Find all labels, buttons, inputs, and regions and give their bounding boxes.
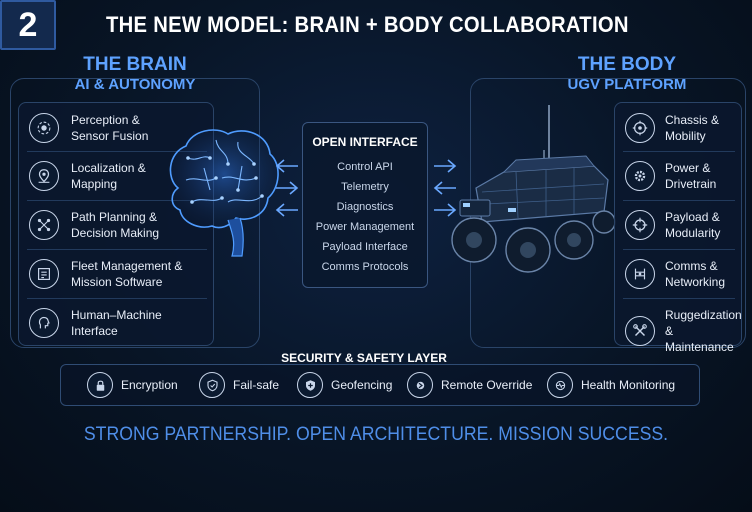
body-item-label: Ruggedization &	[665, 308, 742, 338]
interface-item: Control API	[337, 161, 393, 173]
body-item-chassis: Chassis & Mobility	[625, 112, 719, 144]
health-icon	[547, 372, 573, 398]
body-item-label: Modularity	[665, 226, 721, 240]
payload-icon	[625, 210, 655, 240]
interface-item: Diagnostics	[336, 201, 394, 213]
open-interface-title: OPEN INTERFACE	[312, 135, 418, 149]
tagline: STRONG PARTNERSHIP. OPEN ARCHITECTURE. M…	[83, 424, 669, 445]
arrow-left-icon	[275, 203, 298, 217]
brain-item-label: Mission Software	[71, 275, 163, 289]
body-subtitle: UGV PLATFORM	[567, 75, 687, 93]
head-icon	[29, 308, 59, 338]
security-item-label: Geofencing	[331, 378, 393, 392]
security-layer-title: SECURITY & SAFETY LAYER	[281, 351, 447, 365]
security-item-geofencing: Geofencing	[297, 372, 392, 398]
security-item-label: Fail-safe	[233, 378, 280, 392]
body-heading: THE BODY UGV PLATFORM	[532, 54, 722, 93]
interface-item: Comms Protocols	[321, 261, 409, 273]
arrow-right-icon	[434, 159, 457, 173]
body-item-comms: Comms & Networking	[625, 258, 725, 290]
step-number-badge: 2	[0, 0, 56, 50]
brain-item-label: Decision Making	[71, 226, 160, 240]
geofence-shield-icon	[297, 372, 323, 398]
brain-item-label: Path Planning &	[71, 210, 158, 224]
divider	[623, 249, 735, 250]
body-item-label: Networking	[665, 275, 726, 289]
arrow-left-icon	[275, 159, 298, 173]
wrench-icon	[625, 316, 655, 346]
chassis-icon	[625, 113, 655, 143]
lock-icon	[87, 372, 113, 398]
path-icon	[29, 210, 59, 240]
ugv-vehicle-illustration	[451, 105, 616, 273]
gear-icon	[625, 161, 655, 191]
brain-item-label: Fleet Management &	[71, 259, 183, 273]
body-title: THE BODY	[577, 54, 677, 75]
divider	[623, 151, 735, 152]
security-layer-bar: Encryption Fail-safe Geofencing Remote O…	[60, 364, 700, 406]
security-item-health-monitoring: Health Monitoring	[547, 372, 675, 398]
brain-subtitle: AI & AUTONOMY	[74, 75, 196, 93]
brain-item-label: Mapping	[71, 177, 118, 191]
arrow-right-icon	[276, 181, 299, 195]
security-item-remote-override: Remote Override	[407, 372, 532, 398]
security-item-label: Health Monitoring	[581, 378, 676, 392]
brain-item-localization: Localization & Mapping	[29, 160, 146, 192]
comms-icon	[625, 259, 655, 289]
divider	[27, 151, 207, 152]
body-item-label: Power &	[665, 161, 711, 175]
security-item-failsafe: Fail-safe	[199, 372, 279, 398]
security-item-label: Encryption	[121, 378, 178, 392]
map-pin-icon	[29, 161, 59, 191]
body-item-label: Maintenance	[665, 340, 734, 354]
divider	[27, 200, 207, 201]
divider	[27, 249, 207, 250]
arrow-left-icon	[433, 181, 456, 195]
body-item-power: Power & Drivetrain	[625, 160, 716, 192]
brain-item-label: Sensor Fusion	[71, 129, 149, 143]
brain-item-perception: Perception & Sensor Fusion	[29, 112, 148, 144]
divider	[623, 298, 735, 299]
sensor-icon	[29, 113, 59, 143]
fleet-icon	[29, 259, 59, 289]
brain-illustration	[169, 129, 279, 257]
override-icon	[407, 372, 433, 398]
brain-item-label: Localization &	[71, 161, 146, 175]
brain-item-fleet: Fleet Management & Mission Software	[29, 258, 182, 290]
body-item-label: Payload &	[665, 210, 720, 224]
body-capabilities-panel: Chassis & Mobility Power & Drivetrain Payl…	[614, 102, 742, 354]
brain-item-label: Interface	[71, 324, 118, 338]
interface-item: Telemetry	[341, 181, 389, 193]
brain-capabilities-panel: Perception & Sensor Fusion Localization &…	[18, 102, 214, 346]
arrow-right-icon	[434, 203, 457, 217]
brain-item-label: Human–Machine	[71, 308, 162, 322]
security-item-encryption: Encryption	[87, 372, 178, 398]
body-item-label: Drivetrain	[665, 177, 717, 191]
open-interface-box: OPEN INTERFACE Control API Telemetry Dia…	[302, 122, 428, 288]
body-item-label: Mobility	[665, 129, 706, 143]
brain-item-path-planning: Path Planning & Decision Making	[29, 209, 159, 241]
body-item-label: Comms &	[665, 259, 718, 273]
page-title: THE NEW MODEL: BRAIN + BODY COLLABORATIO…	[106, 12, 629, 37]
body-item-label: Chassis &	[665, 113, 720, 127]
brain-item-label: Perception &	[71, 113, 140, 127]
divider	[27, 298, 207, 299]
brain-heading: THE BRAIN AI & AUTONOMY	[40, 54, 230, 93]
brain-title: THE BRAIN	[83, 54, 187, 75]
interface-item: Payload Interface	[322, 241, 408, 253]
body-item-payload: Payload & Modularity	[625, 209, 720, 241]
security-item-label: Remote Override	[441, 378, 533, 392]
interface-item: Power Management	[315, 221, 415, 233]
divider	[623, 200, 735, 201]
body-item-ruggedization: Ruggedization & Maintenance	[625, 307, 742, 355]
shield-icon	[199, 372, 225, 398]
